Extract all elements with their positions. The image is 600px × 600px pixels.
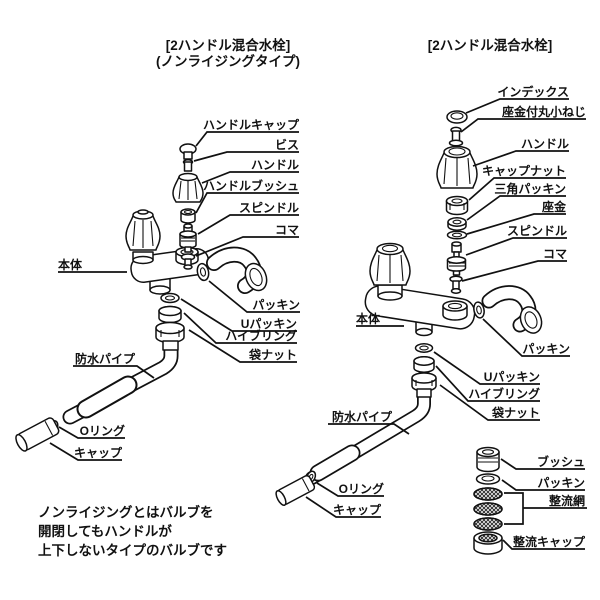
left-label-body: 本体 bbox=[58, 257, 83, 272]
left-spindle-part bbox=[179, 223, 197, 253]
right-washer-part bbox=[446, 230, 468, 240]
right-label-cap-nut: キャップナット bbox=[482, 163, 566, 178]
right-diagram: [2ハンドル混合水栓] bbox=[275, 37, 587, 555]
non-rising-note: ノンライジングとはバルブを 開閉してもハンドルが 上下しないタイプのバルブです bbox=[38, 504, 227, 558]
right-spout-part bbox=[481, 285, 543, 334]
left-packing-part bbox=[196, 262, 210, 282]
left-label-u-packing: Uパッキン bbox=[241, 317, 297, 331]
right-label-triangle-packing: 三角パッキン bbox=[494, 181, 566, 196]
left-label-waterproof-pipe: 防水パイプ bbox=[75, 351, 136, 366]
left-cap-part bbox=[15, 417, 60, 452]
right-koma-part bbox=[449, 275, 463, 294]
left-label-spindle: スピンドル bbox=[239, 201, 299, 215]
left-label-pipe-ring: ハイブリング bbox=[225, 328, 297, 343]
left-label-cap: キャップ bbox=[74, 445, 123, 460]
right-index-part bbox=[446, 110, 468, 124]
right-label-packing: パッキン bbox=[522, 342, 570, 356]
right-cap-nut-part bbox=[445, 195, 469, 216]
right-spout-packing-part bbox=[473, 301, 485, 319]
right-u-packing-part bbox=[414, 343, 434, 353]
right-flow-mesh-part bbox=[473, 487, 503, 531]
right-waterproof-pipe-part bbox=[305, 389, 431, 485]
right-bag-nut-part bbox=[411, 372, 437, 398]
note-line3: 上下しないタイプのバルブです bbox=[38, 542, 227, 558]
note-line2: 開閉してもハンドルが bbox=[38, 523, 172, 539]
left-koma-part bbox=[180, 253, 196, 270]
note-line1: ノンライジングとはバルブを bbox=[38, 504, 214, 520]
right-triangle-packing-part bbox=[447, 217, 467, 231]
left-label-packing: パッキン bbox=[252, 298, 300, 312]
left-handle-part bbox=[172, 172, 204, 203]
left-label-handle-bush: ハンドルブッシュ bbox=[203, 178, 299, 193]
left-diagram: [2ハンドル混合水栓] (ノンライジングタイプ) bbox=[15, 37, 300, 558]
left-label-handle-cap: ハンドルキャップ bbox=[203, 117, 300, 132]
right-label-cap: キャップ bbox=[333, 502, 382, 517]
right-label-bush: ブッシュ bbox=[537, 454, 585, 469]
right-faucet-drawing bbox=[275, 110, 543, 555]
left-title-line2: (ノンライジングタイプ) bbox=[156, 53, 300, 69]
right-body-part bbox=[364, 242, 476, 337]
right-flow-cap-part bbox=[473, 531, 503, 555]
left-screw-part bbox=[182, 159, 194, 172]
right-packing2-part bbox=[475, 473, 501, 485]
right-label-pipe-ring: ハイブリング bbox=[468, 386, 540, 401]
left-spout-part bbox=[206, 246, 268, 294]
left-body-part bbox=[125, 209, 210, 295]
right-label-flow-cap: 整流キャップ bbox=[512, 534, 586, 549]
left-label-o-ring: Oリング bbox=[80, 423, 125, 438]
right-label-waterproof-pipe: 防水パイプ bbox=[332, 409, 393, 424]
right-label-index: インデックス bbox=[497, 84, 569, 99]
left-label-screw: ビス bbox=[275, 137, 299, 152]
right-label-spindle: スピンドル bbox=[507, 224, 567, 238]
right-label-u-packing: Uパッキン bbox=[484, 370, 540, 384]
left-title-line1: [2ハンドル混合水栓] bbox=[166, 37, 291, 53]
left-label-koma: コマ bbox=[275, 223, 299, 237]
right-labels: インデックス 座金付丸小ねじ ハンドル キャップナット 三角パッキン 座金 スピ… bbox=[332, 84, 586, 549]
left-handle-cap-part bbox=[179, 143, 197, 160]
right-bush-part bbox=[476, 446, 500, 473]
right-label-washer-screw: 座金付丸小ねじ bbox=[501, 104, 586, 119]
left-pipe-ring-part bbox=[158, 305, 182, 324]
left-u-packing-part bbox=[160, 292, 180, 304]
left-bag-nut-part bbox=[155, 321, 185, 351]
right-label-spout-packing: パッキン bbox=[537, 476, 585, 490]
left-leader-lines bbox=[49, 131, 300, 461]
left-label-handle: ハンドル bbox=[251, 158, 299, 172]
right-label-o-ring: Oリング bbox=[339, 481, 384, 496]
right-cap-part bbox=[275, 474, 316, 506]
right-label-koma: コマ bbox=[543, 247, 567, 261]
left-waterproof-pipe-part bbox=[62, 340, 179, 425]
right-label-washer: 座金 bbox=[541, 199, 567, 214]
right-label-handle: ハンドル bbox=[521, 137, 569, 151]
right-label-bag-nut: 袋ナット bbox=[491, 405, 540, 420]
right-pipe-ring-part bbox=[413, 356, 435, 373]
left-faucet-drawing bbox=[15, 143, 268, 452]
right-handle-part bbox=[436, 145, 478, 189]
right-leader-lines bbox=[305, 98, 587, 550]
right-title: [2ハンドル混合水栓] bbox=[428, 37, 553, 53]
right-label-flow-mesh: 整流網 bbox=[548, 493, 585, 508]
left-label-bag-nut: 袋ナット bbox=[248, 347, 297, 362]
right-spindle-part bbox=[446, 241, 467, 276]
right-washer-screw-part bbox=[448, 126, 464, 147]
left-handle-bush-part bbox=[180, 208, 196, 224]
right-label-body: 本体 bbox=[356, 311, 381, 326]
left-labels: ハンドルキャップ ビス ハンドル ハンドルブッシュ スピンドル コマ 本体 パッ… bbox=[58, 117, 300, 460]
